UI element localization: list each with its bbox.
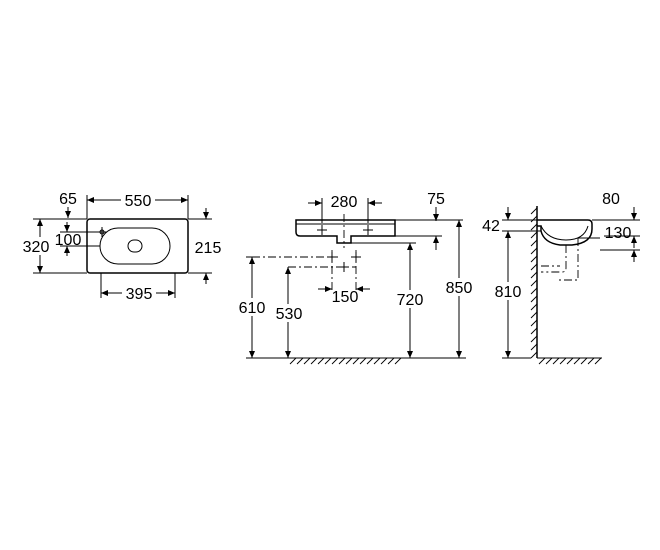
- tap-marker-left: [317, 225, 327, 235]
- dim-530-label: 530: [276, 306, 303, 323]
- basin-front-outline: [295, 219, 396, 244]
- dim-850-label: 850: [446, 280, 473, 297]
- dim-810-label: 810: [495, 284, 522, 301]
- front-view: 280 75 150: [236, 191, 475, 365]
- dim-215-label: 215: [195, 240, 222, 257]
- dim-150-label: 150: [332, 289, 359, 306]
- top-view: 550 65 320 100 215 395: [21, 190, 224, 303]
- side-floor-hatch: [538, 357, 602, 365]
- waste-marker-right: [351, 252, 361, 262]
- waste-marker-left: [327, 252, 337, 262]
- tap-hole-marker: [97, 227, 107, 237]
- dim-280-label: 280: [331, 194, 358, 211]
- wall-hatch: [530, 207, 538, 359]
- dim-395-label: 395: [126, 286, 153, 303]
- dim-320-label: 320: [23, 239, 50, 256]
- dim-75-label: 75: [427, 191, 445, 208]
- dim-65-label: 65: [59, 191, 77, 208]
- bowl-oval: [99, 227, 171, 265]
- tap-marker-right: [363, 225, 373, 235]
- dim-130-label: 130: [605, 225, 632, 242]
- side-view: 42 810 80 130: [482, 191, 640, 365]
- dim-100-label: 100: [55, 232, 82, 249]
- waste-marker-centre: [339, 262, 349, 272]
- dim-610-label: 610: [239, 300, 266, 317]
- dim-42-label: 42: [482, 218, 500, 235]
- basin-side-profile: [537, 219, 593, 246]
- dim-80-label: 80: [602, 191, 620, 208]
- dim-550-label: 550: [125, 193, 152, 210]
- drain: [127, 239, 143, 253]
- dim-720-label: 720: [397, 292, 424, 309]
- floor-hatch: [289, 357, 402, 365]
